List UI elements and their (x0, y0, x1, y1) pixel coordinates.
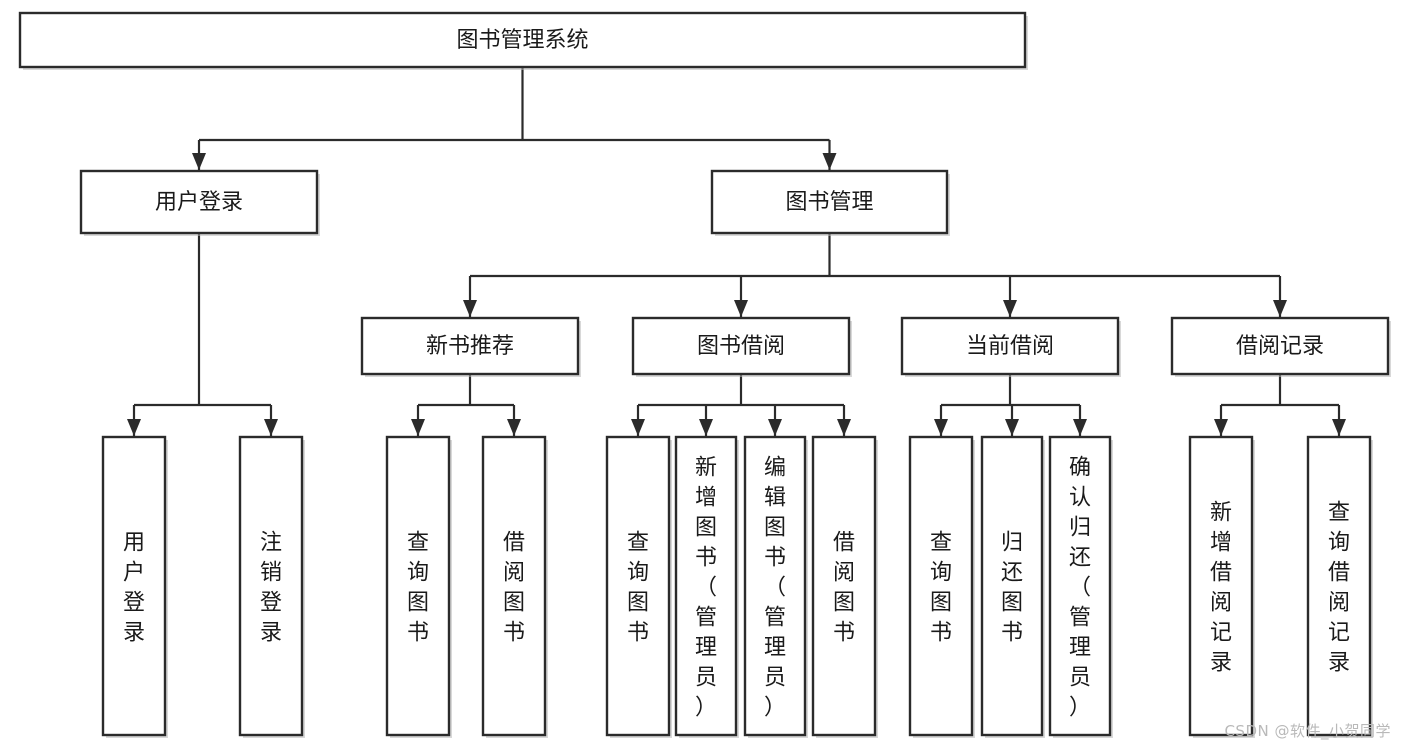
node-leaf-add-book-admin[interactable]: 新增图书（管理员） (674, 435, 739, 738)
csdn-watermark: CSDN @软件_小贺同学 (1224, 722, 1391, 740)
connector-layer (127, 67, 1346, 436)
node-rect[interactable] (743, 435, 807, 737)
node-book-borrow[interactable]: 图书借阅 (631, 316, 852, 377)
node-rect[interactable] (900, 316, 1120, 376)
node-rect[interactable] (79, 169, 319, 235)
node-new-book-recommend[interactable]: 新书推荐 (360, 316, 581, 377)
arrow-head-icon (699, 419, 713, 436)
node-leaf-return-book[interactable]: 归还图书 (980, 435, 1045, 738)
node-label: 新增借阅记录 (1210, 500, 1232, 675)
node-book-manage[interactable]: 图书管理 (710, 169, 950, 236)
node-rect[interactable] (811, 435, 877, 737)
node-leaf-query-borrow-record[interactable]: 查询借阅记录 (1306, 435, 1373, 738)
node-label: 归还图书 (1001, 530, 1023, 645)
node-leaf-confirm-return-admin[interactable]: 确认归还（管理员） (1048, 435, 1113, 738)
node-rect[interactable] (1048, 435, 1112, 737)
arrow-head-icon (1073, 419, 1087, 436)
node-label: 借阅记录 (1236, 334, 1324, 359)
node-label: 图书管理 (785, 190, 873, 215)
node-rect[interactable] (674, 435, 738, 737)
node-label: 查询图书 (930, 530, 952, 645)
arrow-head-icon (127, 419, 141, 436)
node-label: 确认归还（管理员） (1069, 455, 1091, 720)
node-layer: 图书管理系统用户登录图书管理新书推荐图书借阅当前借阅借阅记录用户登录注销登录查询… (18, 11, 1391, 738)
node-label: 查询图书 (627, 530, 649, 645)
node-label: 编辑图书（管理员） (764, 455, 786, 720)
node-rect[interactable] (360, 316, 580, 376)
node-leaf-query-book-3[interactable]: 查询图书 (908, 435, 975, 738)
arrow-head-icon (264, 419, 278, 436)
node-user-login[interactable]: 用户登录 (79, 169, 320, 236)
node-rect[interactable] (980, 435, 1044, 737)
node-rect[interactable] (605, 435, 671, 737)
arrow-head-icon (1332, 419, 1346, 436)
node-rect[interactable] (101, 435, 167, 737)
arrow-head-icon (822, 153, 837, 170)
node-leaf-query-book-1[interactable]: 查询图书 (385, 435, 452, 738)
node-label: 新书推荐 (426, 334, 514, 359)
arrow-head-icon (411, 419, 425, 436)
node-leaf-borrow-book-1[interactable]: 借阅图书 (481, 435, 548, 738)
arrow-head-icon (1273, 300, 1287, 317)
node-label: 用户登录 (155, 190, 243, 215)
arrow-head-icon (837, 419, 851, 436)
node-rect[interactable] (631, 316, 851, 376)
arrow-head-icon (1003, 300, 1017, 317)
node-rect[interactable] (385, 435, 451, 737)
node-rect[interactable] (908, 435, 974, 737)
node-leaf-edit-book-admin[interactable]: 编辑图书（管理员） (743, 435, 808, 738)
arrow-head-icon (934, 419, 948, 436)
node-label: 借阅图书 (503, 530, 525, 645)
node-leaf-borrow-book-2[interactable]: 借阅图书 (811, 435, 878, 738)
node-leaf-user-login[interactable]: 用户登录 (101, 435, 168, 738)
arrow-head-icon (768, 419, 782, 436)
node-rect[interactable] (18, 11, 1027, 69)
node-label: 查询借阅记录 (1328, 500, 1350, 675)
node-leaf-query-book-2[interactable]: 查询图书 (605, 435, 672, 738)
node-rect[interactable] (710, 169, 949, 235)
node-rect[interactable] (238, 435, 304, 737)
arrow-head-icon (192, 153, 206, 170)
arrow-head-icon (463, 300, 477, 317)
node-current-borrow[interactable]: 当前借阅 (900, 316, 1121, 377)
node-label: 用户登录 (123, 530, 145, 645)
arrow-head-icon (1005, 419, 1019, 436)
arrow-head-icon (734, 300, 748, 317)
node-leaf-add-borrow-record[interactable]: 新增借阅记录 (1188, 435, 1255, 738)
node-label: 借阅图书 (833, 530, 855, 645)
arrow-head-icon (1214, 419, 1228, 436)
node-rect[interactable] (481, 435, 547, 737)
node-root[interactable]: 图书管理系统 (18, 11, 1028, 70)
node-rect[interactable] (1170, 316, 1390, 376)
node-label: 图书借阅 (697, 334, 785, 359)
node-leaf-logout[interactable]: 注销登录 (238, 435, 305, 738)
node-label: 图书管理系统 (456, 28, 588, 53)
node-borrow-record[interactable]: 借阅记录 (1170, 316, 1391, 377)
node-label: 新增图书（管理员） (695, 455, 717, 720)
node-rect[interactable] (1188, 435, 1254, 737)
arrow-head-icon (507, 419, 521, 436)
node-rect[interactable] (1306, 435, 1372, 737)
arrow-head-icon (631, 419, 645, 436)
node-label: 查询图书 (407, 530, 429, 645)
node-label: 注销登录 (260, 530, 282, 645)
node-label: 当前借阅 (966, 334, 1054, 359)
